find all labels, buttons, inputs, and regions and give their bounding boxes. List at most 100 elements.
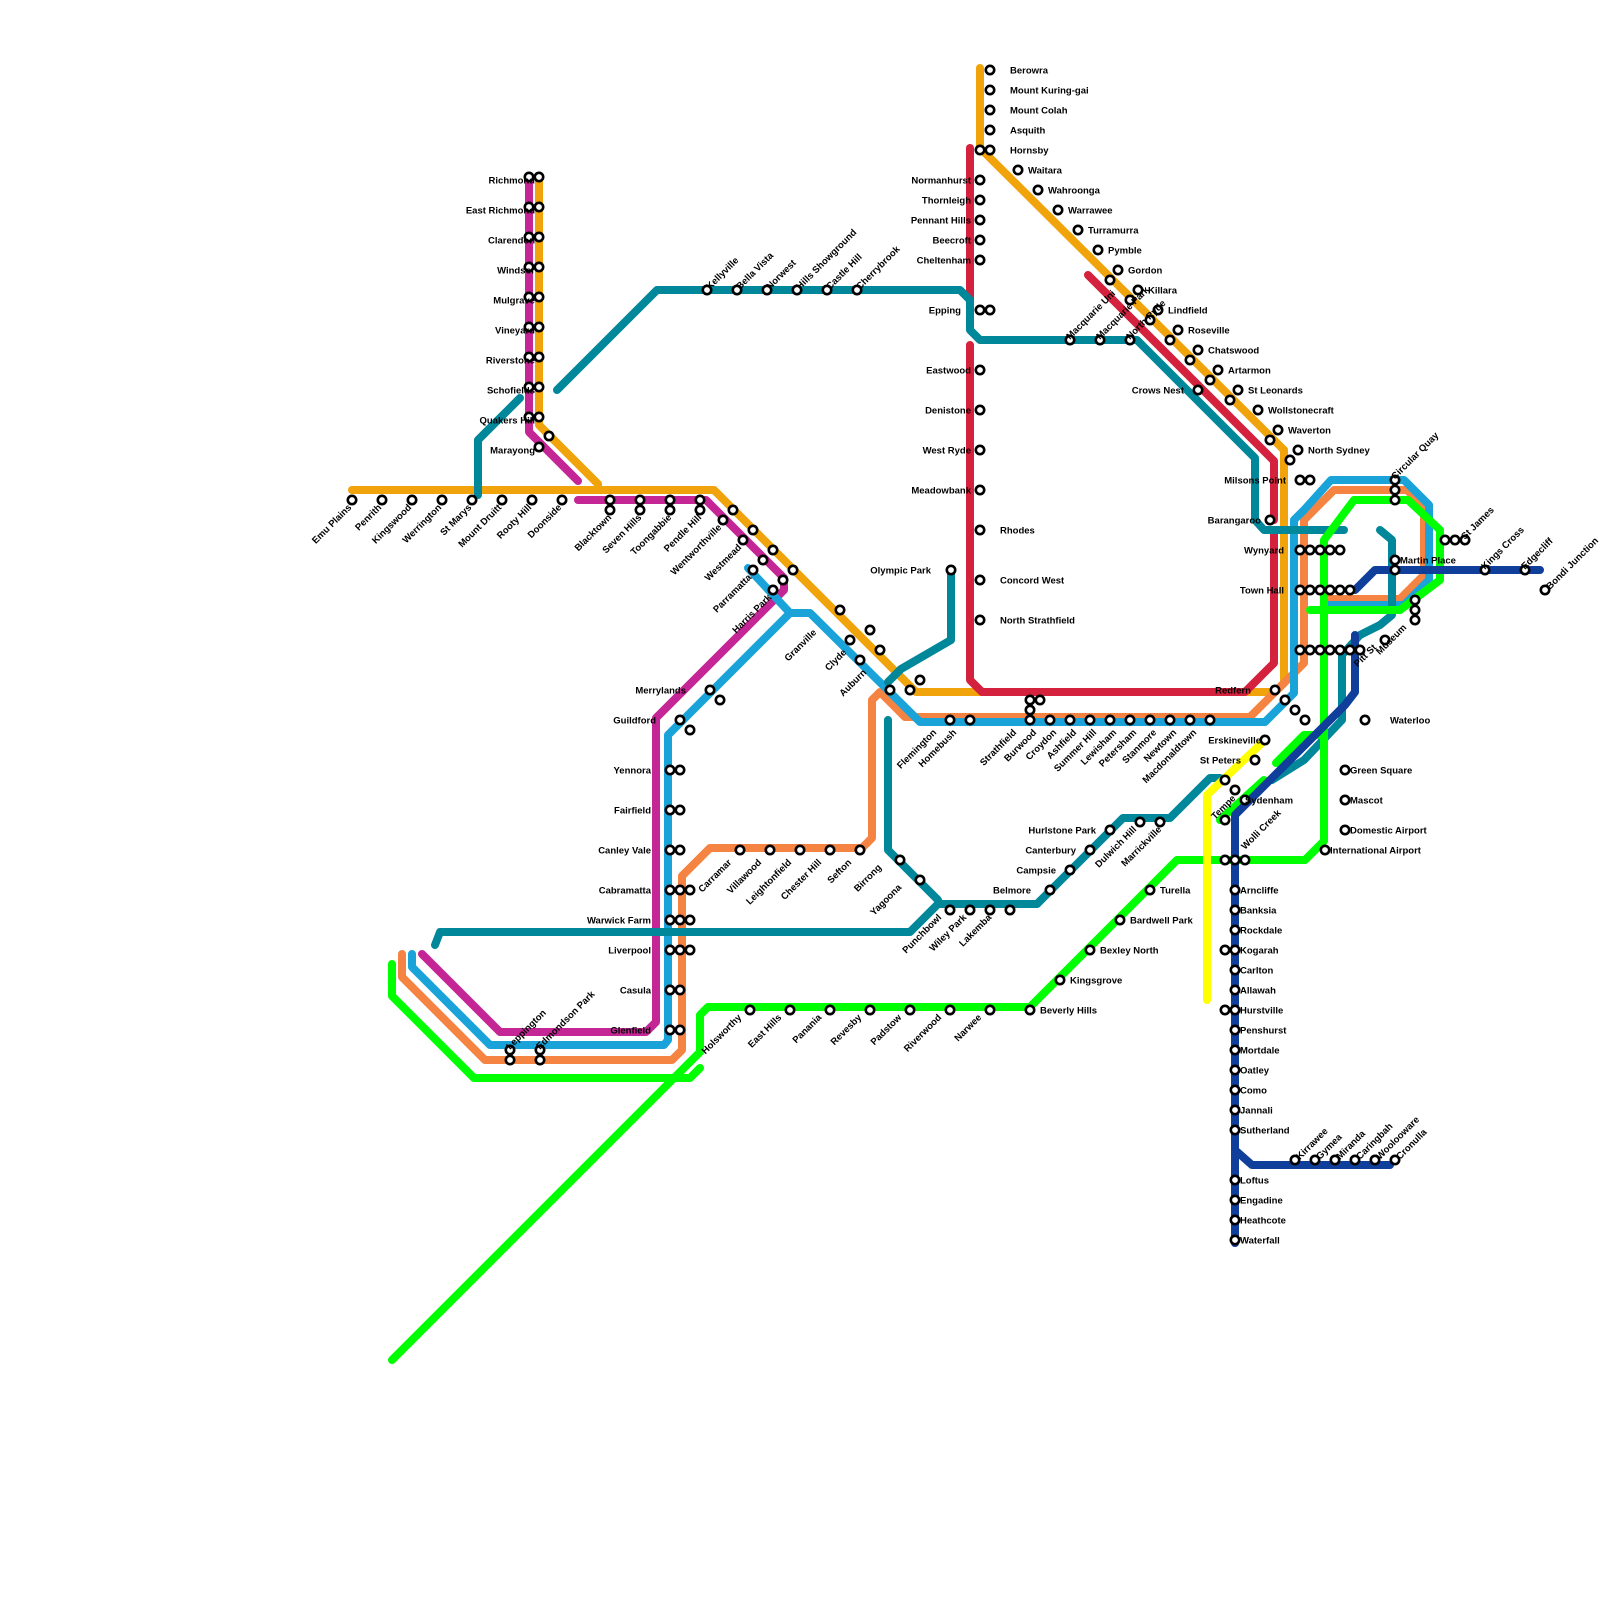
station-marker[interactable] [749, 566, 757, 574]
station-marker[interactable] [976, 486, 984, 494]
station-label-hurlstone-park[interactable]: Hurlstone Park [1028, 826, 1096, 837]
station-label-thornleigh[interactable]: Thornleigh [922, 196, 971, 207]
station-label-panania[interactable]: Panania [791, 1012, 825, 1046]
station-marker[interactable] [528, 496, 536, 504]
station-marker[interactable] [1251, 756, 1259, 764]
station-marker[interactable] [796, 846, 804, 854]
station-label-sefton[interactable]: Sefton [825, 857, 854, 886]
station-marker[interactable] [1206, 716, 1214, 724]
station-marker[interactable] [1336, 646, 1344, 654]
station-marker[interactable] [1086, 716, 1094, 724]
station-marker[interactable] [1146, 716, 1154, 724]
station-marker[interactable] [666, 986, 674, 994]
station-marker[interactable] [1054, 206, 1062, 214]
station-marker[interactable] [1286, 456, 1294, 464]
station-marker[interactable] [729, 506, 737, 514]
station-marker[interactable] [779, 576, 787, 584]
station-marker[interactable] [976, 576, 984, 584]
station-label-crows-nest[interactable]: Crows Nest [1132, 386, 1185, 397]
station-label-parramatta[interactable]: Parramatta [711, 572, 754, 615]
station-marker[interactable] [636, 506, 644, 514]
station-marker[interactable] [1391, 566, 1399, 574]
station-label-artarmon[interactable]: Artarmon [1228, 366, 1271, 377]
station-marker[interactable] [736, 846, 744, 854]
station-marker[interactable] [1006, 906, 1014, 914]
station-marker[interactable] [1214, 366, 1222, 374]
station-marker[interactable] [545, 432, 553, 440]
station-label-meadowbank[interactable]: Meadowbank [911, 486, 971, 497]
station-label-auburn[interactable]: Auburn [837, 667, 869, 699]
station-label-casula[interactable]: Casula [620, 986, 652, 997]
station-marker[interactable] [676, 806, 684, 814]
station-marker[interactable] [1306, 586, 1314, 594]
station-marker[interactable] [1231, 1236, 1239, 1244]
station-marker[interactable] [1316, 646, 1324, 654]
station-marker[interactable] [666, 1026, 674, 1034]
station-marker[interactable] [535, 173, 543, 181]
station-marker[interactable] [1231, 1216, 1239, 1224]
station-marker[interactable] [676, 886, 684, 894]
station-marker[interactable] [666, 496, 674, 504]
station-marker[interactable] [1066, 866, 1074, 874]
station-label-oatley[interactable]: Oatley [1240, 1066, 1270, 1077]
station-marker[interactable] [1316, 586, 1324, 594]
station-marker[interactable] [1306, 476, 1314, 484]
station-marker[interactable] [916, 876, 924, 884]
station-marker[interactable] [1026, 696, 1034, 704]
station-marker[interactable] [1136, 818, 1144, 826]
station-marker[interactable] [1261, 736, 1269, 744]
station-marker[interactable] [1326, 586, 1334, 594]
station-label-denistone[interactable]: Denistone [925, 406, 971, 417]
station-label-asquith[interactable]: Asquith [1010, 126, 1046, 137]
station-label-marayong[interactable]: Marayong [490, 446, 535, 457]
station-marker[interactable] [1266, 516, 1274, 524]
station-marker[interactable] [986, 86, 994, 94]
station-marker[interactable] [1221, 1006, 1229, 1014]
station-marker[interactable] [1166, 716, 1174, 724]
station-marker[interactable] [976, 446, 984, 454]
station-label-cherrybrook[interactable]: Cherrybrook [854, 244, 903, 293]
station-marker[interactable] [706, 686, 714, 694]
station-marker[interactable] [906, 1006, 914, 1014]
station-marker[interactable] [1094, 246, 1102, 254]
station-marker[interactable] [946, 906, 954, 914]
station-marker[interactable] [1086, 846, 1094, 854]
station-marker[interactable] [1346, 646, 1354, 654]
station-marker[interactable] [1271, 686, 1279, 694]
station-marker[interactable] [1231, 1086, 1239, 1094]
station-marker[interactable] [1146, 886, 1154, 894]
station-label-canterbury[interactable]: Canterbury [1025, 846, 1076, 857]
station-marker[interactable] [946, 716, 954, 724]
station-marker[interactable] [836, 606, 844, 614]
station-label-north-strathfield[interactable]: North Strathfield [1000, 616, 1075, 627]
station-label-granville[interactable]: Granville [783, 627, 820, 664]
station-marker[interactable] [1034, 186, 1042, 194]
station-marker[interactable] [1174, 326, 1182, 334]
station-marker[interactable] [947, 566, 955, 574]
station-marker[interactable] [676, 1026, 684, 1034]
station-label-pennant-hills[interactable]: Pennant Hills [911, 216, 971, 227]
station-marker[interactable] [1411, 596, 1419, 604]
station-marker[interactable] [1114, 266, 1122, 274]
station-marker[interactable] [1231, 856, 1239, 864]
station-marker[interactable] [558, 496, 566, 504]
station-label-martin-place[interactable]: Martin Place [1400, 556, 1456, 567]
station-marker[interactable] [686, 886, 694, 894]
station-label-town-hall[interactable]: Town Hall [1240, 586, 1284, 597]
station-marker[interactable] [606, 506, 614, 514]
station-marker[interactable] [846, 636, 854, 644]
station-marker[interactable] [976, 616, 984, 624]
station-label-chatswood[interactable]: Chatswood [1208, 346, 1259, 357]
station-marker[interactable] [826, 1006, 834, 1014]
station-label-narwee[interactable]: Narwee [952, 1012, 984, 1044]
station-marker[interactable] [535, 383, 543, 391]
station-label-clyde[interactable]: Clyde [823, 647, 849, 673]
station-marker[interactable] [856, 846, 864, 854]
station-marker[interactable] [498, 496, 506, 504]
station-label-sydenham[interactable]: Sydenham [1245, 796, 1293, 807]
station-label-bexley-north[interactable]: Bexley North [1100, 946, 1159, 957]
station-label-waitara[interactable]: Waitara [1028, 166, 1063, 177]
station-marker[interactable] [1296, 546, 1304, 554]
station-label-carlton[interactable]: Carlton [1240, 966, 1273, 977]
station-marker[interactable] [535, 293, 543, 301]
